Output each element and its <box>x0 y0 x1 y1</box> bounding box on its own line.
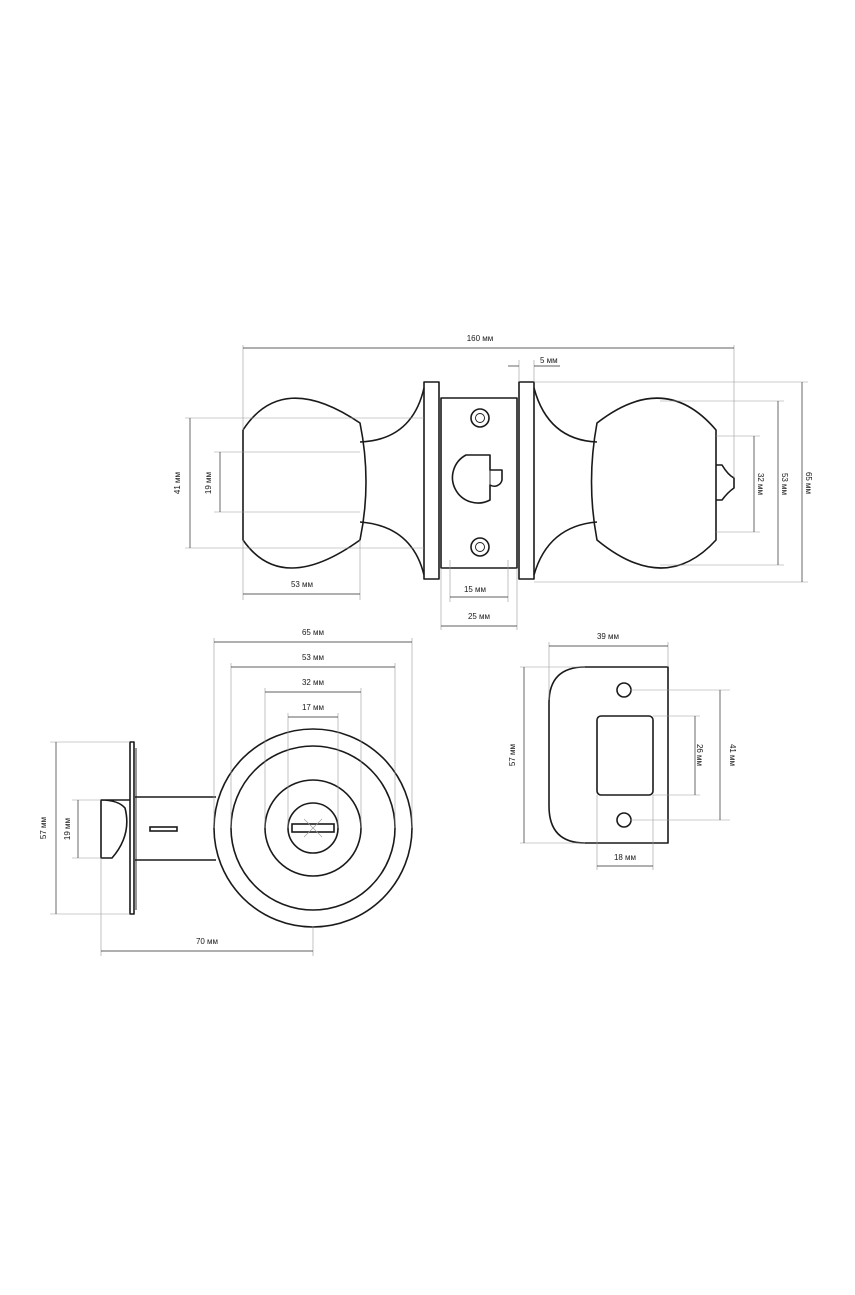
dim-neck-diameter: 19 мм <box>204 472 213 494</box>
front-view: 65 мм 53 мм 32 мм 17 мм 57 мм 19 мм 70 м… <box>39 628 413 956</box>
latch-cutout <box>451 454 503 504</box>
top-view: 160 мм 5 мм 41 мм 19 мм 53 мм 15 мм 25 м… <box>173 334 813 630</box>
faceplate <box>129 741 135 915</box>
chassis <box>440 397 518 569</box>
dim-knob-diameter: 41 мм <box>173 472 182 494</box>
strike-hole-top <box>616 682 632 698</box>
strike-hole-bottom <box>616 812 632 828</box>
dim-strike-height: 57 мм <box>508 744 517 766</box>
latch-tube <box>135 796 216 861</box>
dim-faceplate-height: 57 мм <box>39 817 48 839</box>
dim-front-knob-diameter: 53 мм <box>302 653 324 662</box>
dim-chassis-width: 25 мм <box>468 612 490 621</box>
dim-opening-height: 26 мм <box>695 744 704 766</box>
left-neck <box>359 387 425 576</box>
dim-backset: 70 мм <box>196 937 218 946</box>
dim-hole-spacing: 15 мм <box>464 585 486 594</box>
screw-hole-bottom <box>470 537 490 557</box>
dim-rose-height: 65 мм <box>804 472 813 494</box>
dim-knob-height: 53 мм <box>780 473 789 495</box>
dim-turn-button: 17 мм <box>302 703 324 712</box>
dim-knob-length: 53 мм <box>291 580 313 589</box>
right-rose <box>518 381 535 580</box>
left-rose <box>423 381 440 580</box>
dim-opening-width: 18 мм <box>614 853 636 862</box>
left-knob <box>242 397 367 569</box>
dim-spindle-height: 32 мм <box>756 473 765 495</box>
dim-rose-diameter: 65 мм <box>302 628 324 637</box>
dim-strike-hole-spacing: 41 мм <box>728 744 737 766</box>
latch-slot <box>149 826 178 832</box>
dim-inner-diameter: 32 мм <box>302 678 324 687</box>
strike-opening <box>596 715 654 796</box>
dim-bolt-height: 19 мм <box>63 818 72 840</box>
dim-overall-length: 160 мм <box>467 334 494 343</box>
dim-strike-width: 39 мм <box>597 632 619 641</box>
turn-tab <box>716 464 735 501</box>
right-knob <box>590 397 717 569</box>
screw-hole-top <box>470 408 490 428</box>
right-neck <box>533 387 598 576</box>
latch-bolt <box>100 799 130 859</box>
strike-view: 39 мм 57 мм 26 мм 41 мм 18 мм <box>508 632 737 870</box>
dim-rose-thickness: 5 мм <box>540 356 558 365</box>
strike-plate <box>548 666 669 844</box>
